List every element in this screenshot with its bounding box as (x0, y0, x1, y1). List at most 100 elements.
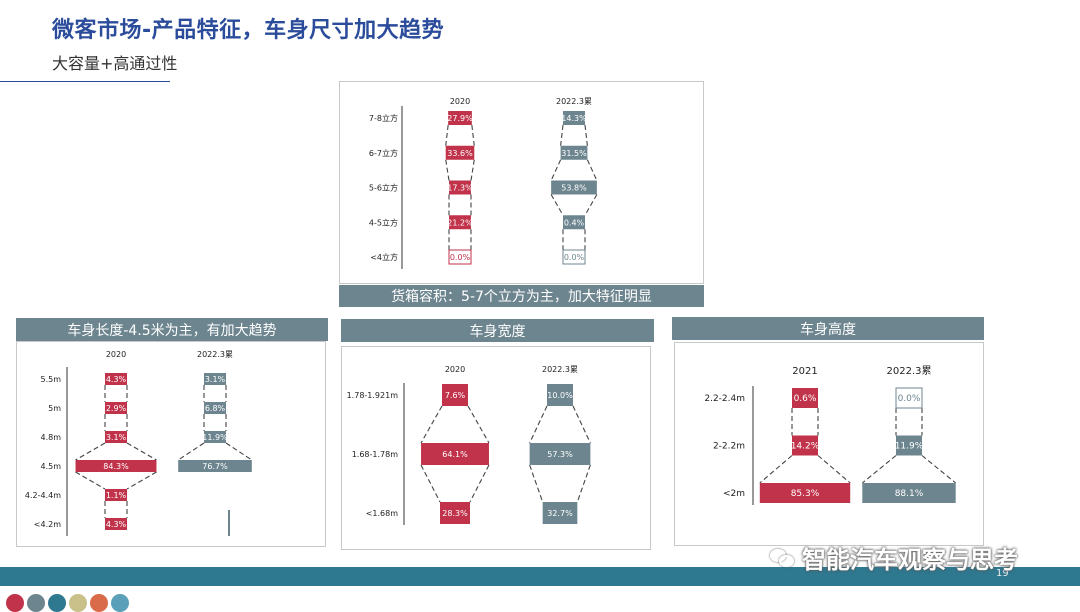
funnel-bar (448, 249, 472, 265)
column-header-1: 2021 (792, 366, 817, 377)
funnel-connector (817, 455, 851, 484)
cargo-volume-caption: 货箱容积：5-7个立方为主，加大特征明显 (339, 285, 704, 307)
funnel-bar (105, 402, 127, 414)
funnel-bar (105, 373, 127, 385)
data-label: 6.8% (205, 404, 226, 413)
data-label: 17.3% (447, 184, 473, 193)
data-label: 33.6% (447, 149, 473, 158)
row-label: 1.68-1.78m (352, 450, 399, 459)
data-label: 0.4% (564, 218, 585, 227)
funnel-connector (126, 471, 157, 490)
funnel-connector (584, 194, 598, 216)
funnel-connector (572, 405, 591, 444)
funnel-connector (470, 159, 475, 181)
funnel-connector (550, 194, 564, 216)
funnel-bar (563, 111, 585, 125)
funnel-connector (420, 464, 441, 503)
funnel-connector (861, 455, 897, 484)
funnel-connector (759, 455, 793, 484)
data-label: 10.0% (547, 391, 573, 400)
data-label: 1.1% (106, 491, 127, 500)
funnel-connector (177, 442, 205, 461)
logo-dot (27, 594, 45, 612)
watermark-text: 智能汽车观察与思考 (802, 546, 1018, 574)
funnel-bar (560, 145, 588, 160)
funnel-bar (105, 518, 127, 530)
funnel-bar (895, 387, 923, 409)
funnel-bar (529, 443, 591, 465)
body-height-caption: 车身高度 (672, 317, 984, 340)
funnel-bar (421, 443, 489, 465)
funnel-bar (792, 435, 818, 456)
funnel-bar (442, 384, 468, 406)
body-length-caption: 车身长度-4.5米为主，有加大趋势 (16, 318, 328, 341)
data-label: 14.3% (561, 114, 587, 123)
data-label: 21.2% (447, 218, 473, 227)
funnel-connector (75, 471, 106, 490)
funnel-bar (445, 145, 475, 160)
body-width-caption: 车身宽度 (341, 319, 654, 342)
funnel-bar (204, 431, 226, 443)
data-label: 0.0% (450, 253, 471, 262)
funnel-connector (75, 442, 106, 461)
column-header-1: 2020 (106, 350, 126, 359)
funnel-bar (862, 483, 956, 503)
title-divider (0, 81, 170, 82)
body-width-chart: 2020 2022.3累 1.78-1.921m 1.68-1.78m <1.68m 7.… (347, 365, 591, 525)
funnel-connector (445, 159, 450, 181)
brand-logo-dots (6, 594, 129, 612)
funnel-bar (792, 388, 818, 408)
funnel-connector (225, 442, 253, 461)
data-label: 28.3% (442, 509, 468, 518)
data-label: 57.3% (547, 450, 573, 459)
column-header-2: 2022.3累 (542, 365, 578, 374)
page-number: 19 (996, 568, 1009, 579)
funnel-bar (75, 460, 157, 472)
row-label: 5.5m (40, 375, 61, 384)
funnel-connector (420, 405, 443, 444)
row-label: 1.78-1.921m (347, 391, 399, 400)
logo-dot (69, 594, 87, 612)
funnel-connector (471, 124, 475, 146)
data-label: 2.9% (106, 404, 127, 413)
funnel-connector (445, 124, 449, 146)
data-label: 0.6% (794, 394, 817, 404)
logo-dot (48, 594, 66, 612)
wechat-icon (770, 547, 796, 569)
funnel-connector (576, 464, 591, 503)
column-header-2: 2022.3累 (556, 97, 592, 106)
data-label: 11.9% (202, 433, 228, 442)
row-label: 7-8立方 (369, 113, 398, 123)
funnel-connector (126, 442, 157, 461)
data-label: 14.2% (791, 442, 820, 452)
funnel-connector (529, 464, 544, 503)
data-label: 7.6% (445, 391, 466, 400)
funnel-bar (551, 180, 597, 195)
row-label: <1.68m (366, 509, 399, 518)
column-header-1: 2020 (445, 365, 465, 374)
data-label: 85.3% (791, 489, 820, 499)
funnel-bar (562, 249, 586, 265)
funnel-bar (440, 502, 470, 524)
funnel-bar (759, 483, 851, 503)
page-subtitle: 大容量+高通过性 (52, 54, 178, 73)
data-label: 88.1% (895, 489, 924, 499)
row-label: 4-5立方 (369, 217, 398, 227)
data-label: 64.1% (442, 450, 468, 459)
data-label: 31.5% (561, 149, 587, 158)
funnel-bar (105, 431, 127, 443)
funnel-bar (449, 215, 471, 230)
row-label: <4立方 (370, 252, 398, 262)
data-label: 0.0% (564, 253, 585, 262)
column-header-2: 2022.3累 (887, 365, 932, 377)
data-label: 84.3% (103, 462, 129, 471)
funnel-bar (204, 402, 226, 414)
logo-dot (6, 594, 24, 612)
row-label: 4.8m (40, 433, 61, 442)
row-label: 4.5m (40, 462, 61, 471)
funnel-connector (584, 124, 588, 146)
